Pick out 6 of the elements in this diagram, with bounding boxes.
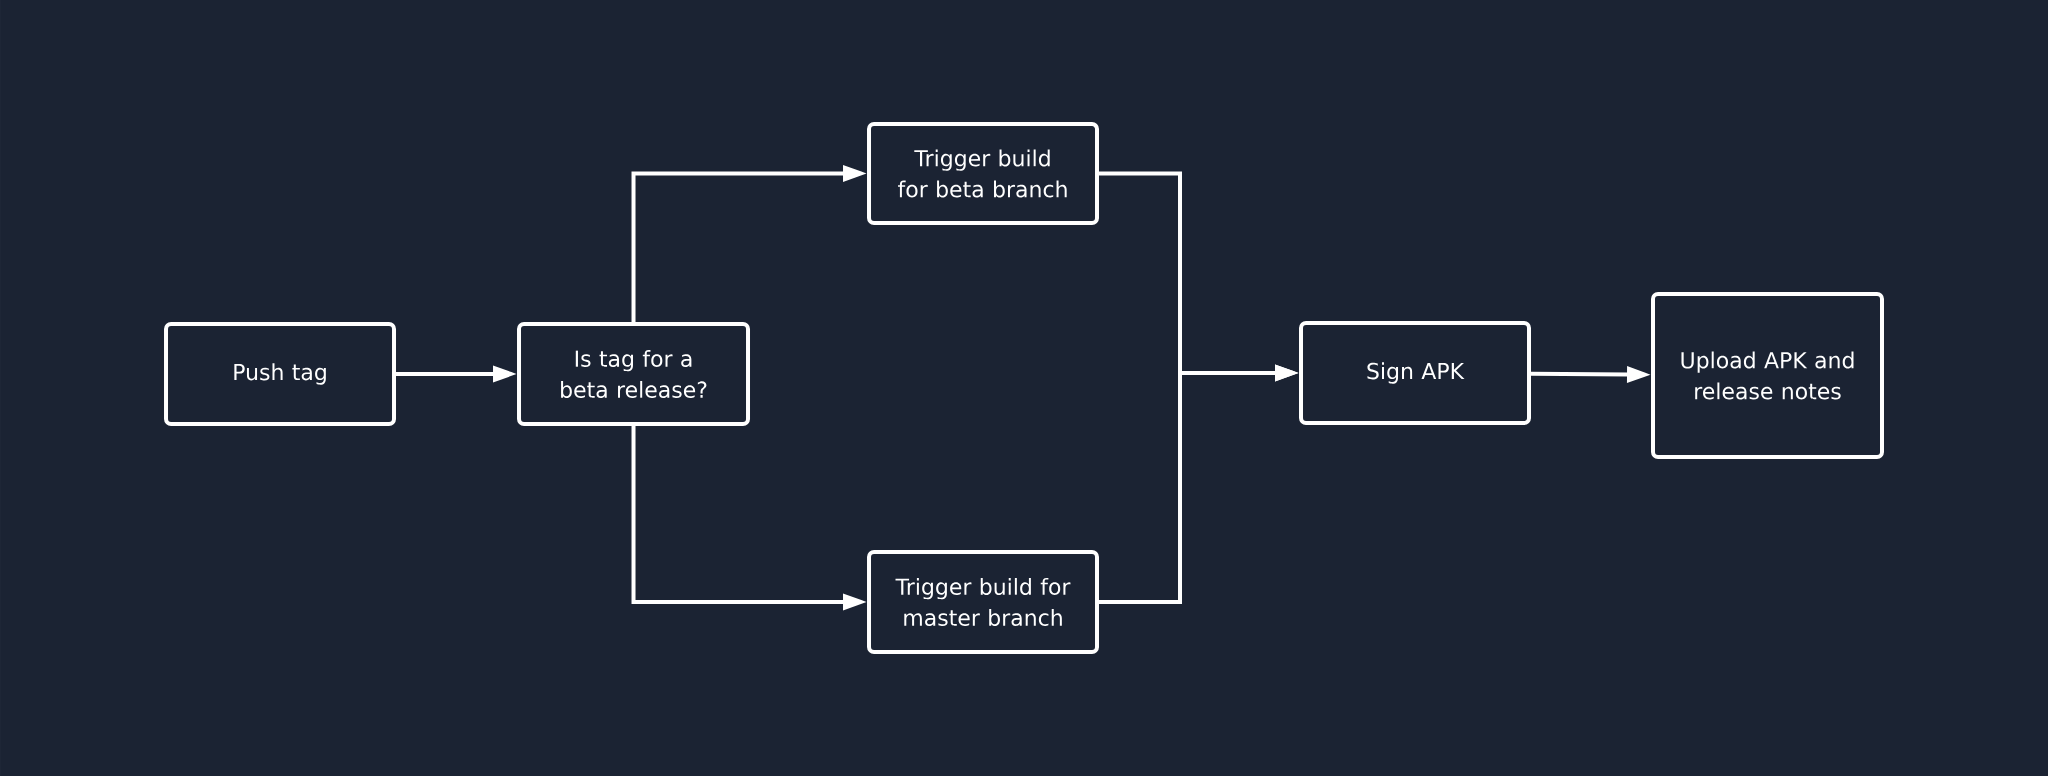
process-box: Push tag: [164, 322, 396, 426]
process-box: Trigger build for beta branch: [867, 122, 1099, 225]
process-box: Trigger build for master branch: [867, 550, 1099, 654]
process-box: Sign APK: [1299, 321, 1531, 425]
process-box: Upload APK and release notes: [1651, 292, 1884, 459]
process-box: Is tag for a beta release?: [517, 322, 750, 426]
